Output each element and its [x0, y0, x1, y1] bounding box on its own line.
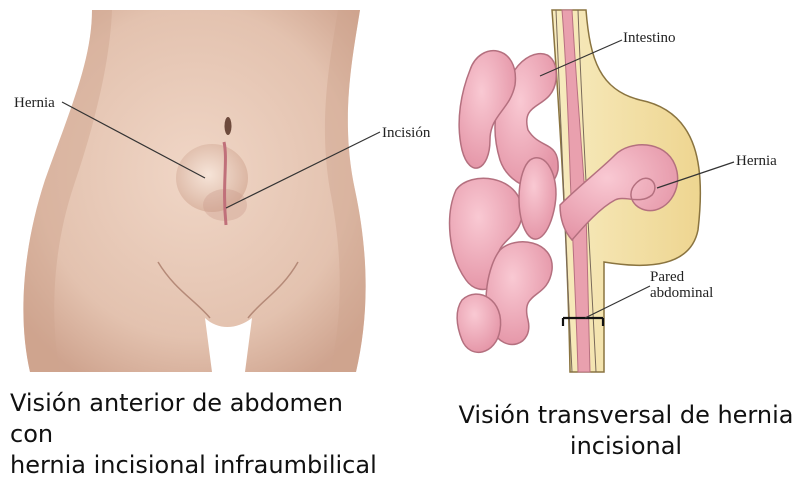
anterior-abdomen [23, 10, 380, 372]
transverse-caption-line2: incisional [450, 431, 802, 462]
abdominal-wall-label-line2: abdominal [650, 286, 713, 302]
abdominal-wall-label-line1: Pared [650, 270, 713, 286]
anterior-caption-line1: Visión anterior de abdomen con [10, 388, 390, 450]
intestine-label: Intestino [623, 31, 676, 46]
hernia-label-left: Hernia [14, 96, 55, 111]
transverse-section [450, 10, 734, 372]
transverse-caption-line1: Visión transversal de hernia [450, 400, 802, 431]
incision-scar [224, 142, 226, 225]
intestine-loop-6 [519, 158, 556, 239]
abdominal-wall-label: Pared abdominal [650, 270, 713, 302]
hernia-illustration: Hernia Incisión Intestino Hernia Pared a… [0, 0, 802, 460]
intestine-loop-5 [457, 294, 500, 352]
transverse-view-caption: Visión transversal de hernia incisional [450, 400, 802, 462]
navel [225, 117, 232, 135]
anterior-view-caption: Visión anterior de abdomen con hernia in… [10, 388, 390, 482]
hernia-label-right: Hernia [736, 154, 777, 169]
anterior-caption-line2: hernia incisional infraumbilical [10, 450, 390, 481]
incision-label: Incisión [382, 126, 430, 141]
